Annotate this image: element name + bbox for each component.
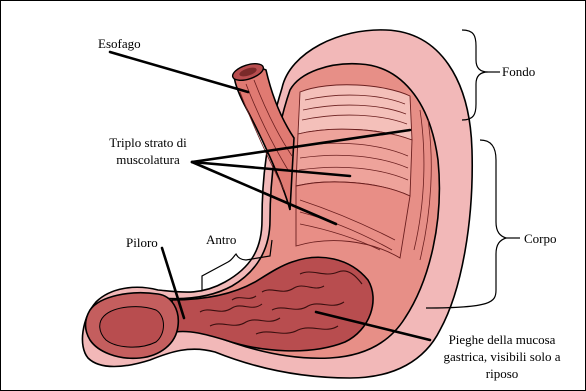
label-corpo: Corpo	[524, 231, 557, 246]
pylorus-inner	[100, 307, 164, 347]
label-triplo-line2: muscolatura	[116, 152, 180, 167]
label-fondo: Fondo	[502, 64, 535, 79]
esofago-pointer	[110, 52, 248, 92]
label-piloro: Piloro	[126, 235, 158, 250]
label-pieghe-line3: riposo	[486, 366, 519, 381]
label-antro: Antro	[206, 232, 236, 247]
label-pieghe-line1: Pieghe della mucosa	[449, 332, 556, 347]
label-pieghe-line2: gastrica, visibili solo a	[444, 349, 561, 364]
label-esofago: Esofago	[98, 36, 141, 51]
stomach-illustration	[82, 30, 472, 378]
label-triplo-line1: Triplo strato di	[109, 135, 187, 150]
